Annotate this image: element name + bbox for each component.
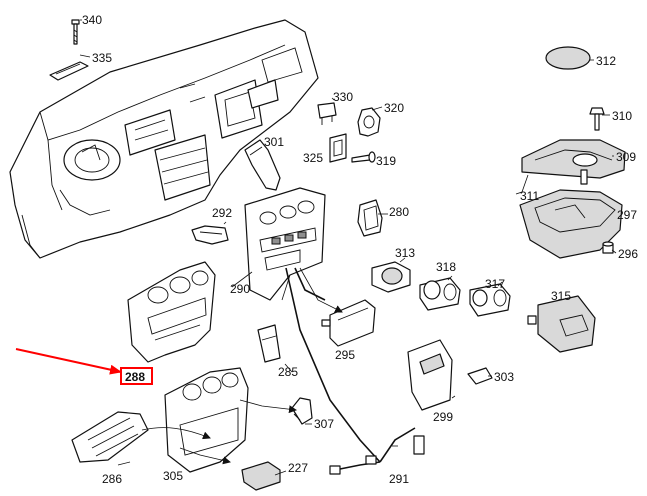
callout-297: 297 [617,208,637,222]
callout-295: 295 [335,348,355,362]
part-325-bracket [329,133,347,163]
callout-325: 325 [303,151,323,165]
callout-290: 290 [230,282,250,296]
callout-315: 315 [551,289,571,303]
callout-310: 310 [612,109,632,123]
callout-292: 292 [212,206,232,220]
part-280-switch [357,199,383,237]
part-318-lighter-element [419,277,461,311]
part-319-screw [351,151,376,163]
part-286-control-unit [71,411,149,463]
part-227-switch [241,461,281,491]
part-296-clip [602,241,614,254]
callout-291: 291 [389,472,409,486]
callout-296: 296 [618,247,638,261]
callout-280: 280 [389,205,409,219]
part-340-screw [71,19,80,45]
callout-340: 340 [82,13,102,27]
callout-312: 312 [596,54,616,68]
part-303-clip [467,367,493,385]
part-305-lower-panel [164,367,249,473]
part-297-console-housing [519,189,623,259]
part-292-bracket [191,225,229,245]
callout-309: 309 [616,150,636,164]
part-320-clip [357,107,381,137]
part-288-trim-panel [127,261,216,363]
part-317-lighter-insert [469,283,511,317]
part-295-module [321,299,376,347]
part-312-cap [545,46,591,70]
part-290-center-panel [244,187,326,301]
highlight-box [120,367,153,385]
part-301-switch [244,139,281,191]
assembly-arrows [141,267,343,465]
callout-286: 286 [102,472,122,486]
callout-285: 285 [278,365,298,379]
callout-318: 318 [436,260,456,274]
callout-317: 317 [485,277,505,291]
leader-lines [79,19,617,476]
part-310-screw [589,107,605,131]
callout-288: 288 [125,370,145,384]
callout-319: 319 [376,154,396,168]
part-291-wiring-harness [285,267,425,475]
callout-303: 303 [494,370,514,384]
part-313-lighter-socket [371,261,411,293]
part-309-cup-holder [521,139,626,185]
callout-320: 320 [384,101,404,115]
part-335-trim-strip [49,61,89,81]
highlight-marker [15,348,153,385]
callout-330: 330 [333,90,353,104]
callout-313: 313 [395,246,415,260]
highlight-arrow [15,348,122,375]
callout-299: 299 [433,410,453,424]
part-307-clip [291,397,313,425]
part-330-clip [317,102,337,125]
callout-335: 335 [92,51,112,65]
dashboard-illustration [9,19,319,259]
callout-305: 305 [163,469,183,483]
callout-311: 311 [520,189,539,203]
callout-227: 227 [288,461,308,475]
part-299-cover [407,339,453,411]
callout-307: 307 [314,417,334,431]
callout-labels: 340 335 312 310 330 320 301 325 319 309 … [82,13,638,486]
part-285-bracket [257,324,281,363]
part-315-socket-housing [527,295,596,353]
callout-301: 301 [264,135,284,149]
